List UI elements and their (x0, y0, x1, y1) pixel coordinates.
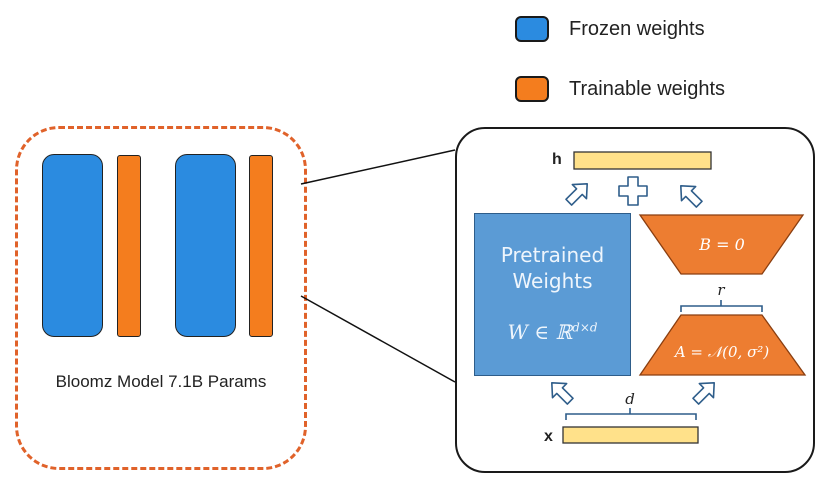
pretrained-formula: W ∈ ℝd×d (507, 320, 598, 344)
frozen-swatch (515, 16, 549, 42)
trainable-swatch (515, 76, 549, 102)
arrow-b-to-h-icon (680, 185, 703, 208)
plus-icon (618, 176, 648, 206)
trainable-layer-1 (117, 155, 141, 337)
h-label: h (552, 151, 562, 168)
pretrained-weights-block: Pretrained Weights W ∈ ℝd×d (474, 213, 631, 376)
b-matrix-block (638, 214, 805, 275)
pretrained-title-line2: Weights (512, 269, 593, 293)
arrow-x-to-a-icon (692, 382, 715, 405)
x-label: x (544, 428, 553, 445)
h-vector (573, 151, 712, 170)
connector-bottom (300, 295, 456, 383)
trainable-layer-2 (249, 155, 273, 337)
legend-trainable-label: Trainable weights (569, 77, 726, 100)
legend-frozen-label: Frozen weights (569, 17, 705, 40)
legend-frozen: Frozen weights (515, 16, 705, 42)
arrow-pretrained-to-h-icon (565, 183, 588, 206)
frozen-layer-1 (42, 154, 103, 337)
a-matrix-block (638, 314, 807, 376)
d-label: d (625, 390, 635, 408)
r-brace (680, 300, 763, 312)
frozen-layer-2 (175, 154, 236, 337)
d-brace (565, 408, 697, 420)
b-matrix-label: B = 0 (698, 235, 745, 254)
r-label: r (717, 281, 725, 299)
pretrained-title-line1: Pretrained (500, 243, 605, 267)
a-matrix-label: A = 𝒩(0, σ²) (673, 343, 769, 361)
x-vector (562, 426, 699, 444)
legend-trainable: Trainable weights (515, 76, 725, 102)
model-caption: Bloomz Model 7.1B Params (55, 372, 267, 391)
connector-top (300, 149, 456, 185)
arrow-x-to-pretrained-icon (551, 382, 574, 405)
